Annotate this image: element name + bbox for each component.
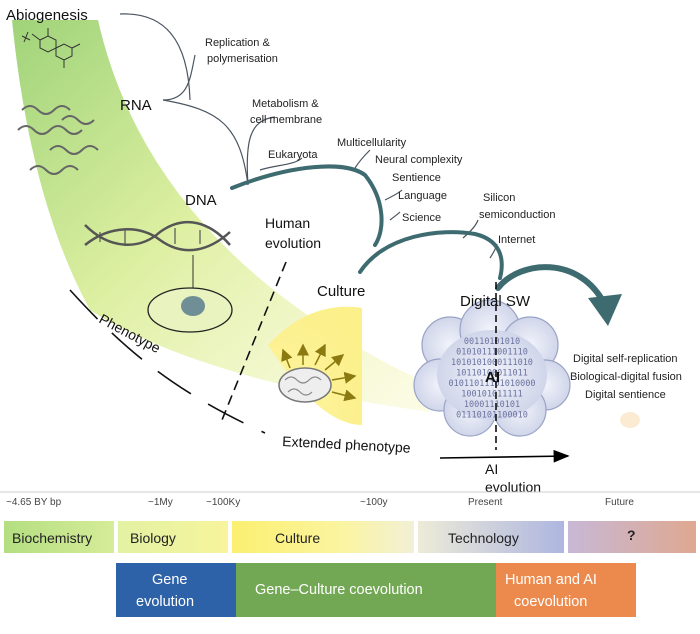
future-item-3: Digital sentience [585, 389, 666, 401]
gene-evolution-label-1: Gene [152, 572, 187, 588]
human-ai-label-1: Human and AI [505, 572, 597, 588]
sentience-label: Sentience [392, 172, 441, 184]
tick-label: Present [468, 497, 503, 508]
extended-phenotype-label: Extended phenotype [282, 433, 411, 456]
phenotype-line [69, 289, 266, 434]
silicon-label-1: Silicon [483, 192, 515, 204]
ai-evolution-arrow [439, 449, 570, 463]
binary-row: 01010111001110 [456, 348, 528, 358]
digital-arrow-head [588, 294, 622, 326]
cell-icon [147, 255, 233, 333]
bar-gene-evolution [116, 563, 236, 617]
digital-sw-label: Digital SW [460, 293, 531, 310]
brain-icon [278, 367, 332, 403]
phase-bands [4, 521, 696, 553]
human-evolution-label-1: Human [265, 215, 310, 231]
bar-human-ai [496, 563, 636, 617]
gene-evolution-label-2: evolution [136, 594, 194, 610]
language-label: Language [398, 190, 447, 202]
tick-label: ~1My [148, 497, 173, 508]
binary-row: 1010101000111010 [451, 358, 533, 368]
future-smudge [620, 412, 640, 428]
dna-helix-icon [84, 220, 231, 252]
binary-row: 100101011111 [461, 390, 522, 400]
band-technology [418, 521, 564, 553]
ai-evolution-label-2: evolution [485, 479, 541, 495]
future-item-1: Digital self-replication [573, 353, 678, 365]
abiogenesis-label: Abiogenesis [6, 7, 88, 24]
binary-row: 01011011101010000 [449, 379, 536, 389]
binary-row: 01110101100010 [456, 411, 528, 421]
tree-thin-lines [119, 13, 498, 259]
tick-label: Future [605, 497, 634, 508]
culture-label: Culture [317, 283, 365, 300]
binary-code: 0011010101001010111001110101010100011101… [449, 337, 536, 421]
binary-row: 10001110101 [464, 400, 520, 410]
tick-label: ~100y [360, 497, 388, 508]
human-evolution-label-2: evolution [265, 235, 321, 251]
human-ai-label-2: coevolution [514, 594, 587, 610]
band-label-culture: Culture [275, 530, 320, 546]
brain-radiating-arrows [281, 343, 357, 402]
future-item-2: Biological-digital fusion [570, 371, 682, 383]
bar-gene-culture [236, 563, 496, 617]
tick-label: ~100Ky [206, 497, 240, 508]
metabolism-label-1: Metabolism & [252, 98, 319, 110]
brain-fan [268, 306, 362, 425]
rna-strands-icon [17, 105, 99, 175]
replication-label-2: polymerisation [207, 53, 278, 65]
replication-label-1: Replication & [205, 37, 270, 49]
binary-row: 10110100011011 [456, 369, 528, 379]
molecule-icon [21, 28, 81, 68]
dna-label: DNA [185, 192, 217, 209]
gene-culture-label: Gene–Culture coevolution [255, 582, 423, 598]
ai-label: AI [485, 369, 500, 386]
band-culture [232, 521, 414, 553]
band-biochemistry [4, 521, 114, 553]
band-label-biochemistry: Biochemistry [12, 530, 92, 546]
biology-curved-band [12, 20, 430, 412]
human-evolution-dashed-line [221, 261, 287, 421]
multicellularity-label: Multicellularity [337, 137, 407, 149]
eukaryota-label: Eukaryota [268, 149, 318, 161]
silicon-label-2: semiconduction [479, 209, 555, 221]
band-label-biology: Biology [130, 530, 176, 546]
band-biology [118, 521, 228, 553]
tick-label: ~4.65 BY bp [6, 497, 62, 508]
science-label: Science [402, 212, 441, 224]
metabolism-label-2: cell membrane [250, 114, 322, 126]
neural-complexity-label: Neural complexity [375, 154, 463, 166]
rna-label: RNA [120, 97, 152, 114]
band-future [568, 521, 696, 553]
tree-thick-lines [230, 164, 608, 308]
binary-row: 00110101010 [464, 337, 520, 347]
band-label-technology: Technology [448, 530, 519, 546]
ai-evolution-label-1: AI [485, 461, 498, 477]
internet-label: Internet [498, 234, 535, 246]
digital-cloud [413, 299, 571, 437]
band-label-future: ? [627, 527, 636, 543]
